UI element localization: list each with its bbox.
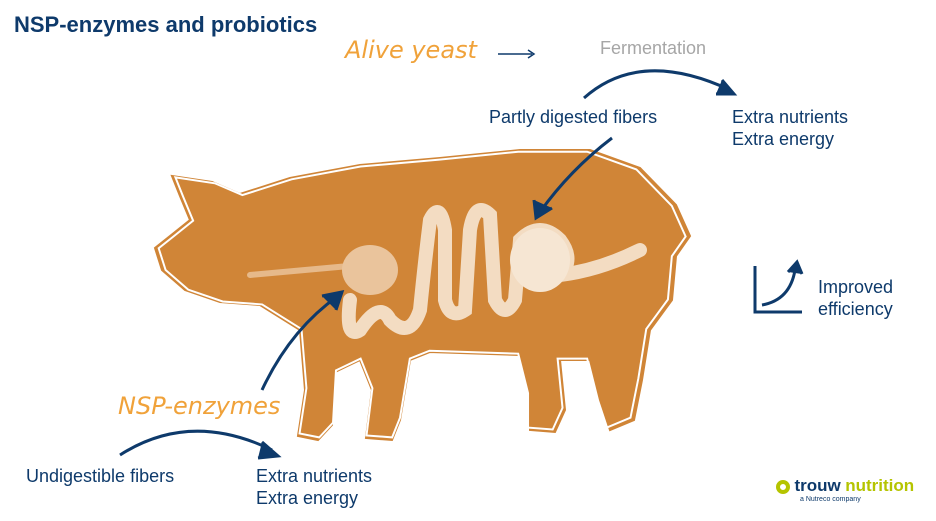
logo-word-trouw: trouw	[794, 476, 841, 495]
extra-energy-bottom: Extra energy	[256, 488, 359, 508]
logo-word-nutrition: nutrition	[845, 476, 915, 495]
improved-text: Improved	[818, 277, 894, 297]
logo-tagline: a Nutreco company	[800, 496, 861, 503]
extra-energy-top: Extra energy	[732, 129, 835, 149]
alive-yeast-label: Alive yeast	[345, 36, 477, 64]
logo-ring-icon	[776, 480, 790, 494]
arrows	[119, 49, 804, 460]
undigestible-label: Undigestible fibers	[26, 466, 175, 486]
nsp-enzymes-label: NSP-enzymes	[118, 392, 281, 420]
intestines	[247, 203, 647, 339]
extra-nutrients-top: Extra nutrients	[732, 107, 849, 127]
fermentation-label: Fermentation	[600, 38, 707, 58]
efficiency-text: efficiency	[818, 299, 893, 319]
extra-nutrients-bottom: Extra nutrients	[256, 466, 373, 486]
trouw-nutrition-logo: trouw nutrition a Nutreco company	[776, 476, 914, 503]
page-title: NSP-enzymes and probiotics	[14, 12, 318, 37]
partly-digested-label: Partly digested fibers	[489, 107, 658, 127]
